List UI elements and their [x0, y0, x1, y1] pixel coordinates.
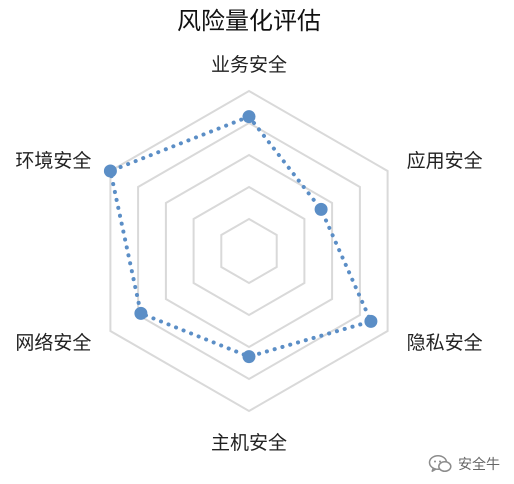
- grid-ring-1: [220, 217, 278, 285]
- axis-label-1: 应用安全: [407, 150, 483, 172]
- axis-label-3: 主机安全: [211, 432, 287, 454]
- data-point-1: [314, 202, 328, 216]
- grid-ring-4: [137, 121, 361, 381]
- watermark-text: 安全牛: [458, 457, 500, 473]
- axis-label-2: 隐私安全: [407, 332, 483, 354]
- data-point-0: [242, 110, 256, 124]
- axis-label-4: 网络安全: [15, 332, 91, 354]
- watermark: 安全牛: [428, 454, 500, 474]
- wechat-bubble-icon: [428, 454, 452, 473]
- data-point-2: [364, 314, 378, 328]
- data-point-4: [134, 306, 148, 320]
- grid-ring-2: [192, 185, 306, 317]
- data-point-3: [242, 350, 256, 364]
- grid-ring-3: [164, 153, 334, 349]
- axis-label-5: 环境安全: [15, 150, 91, 172]
- radar-series: [103, 110, 378, 364]
- data-point-5: [103, 164, 117, 178]
- chart-title: 风险量化评估: [177, 7, 321, 35]
- axis-label-0: 业务安全: [211, 54, 287, 76]
